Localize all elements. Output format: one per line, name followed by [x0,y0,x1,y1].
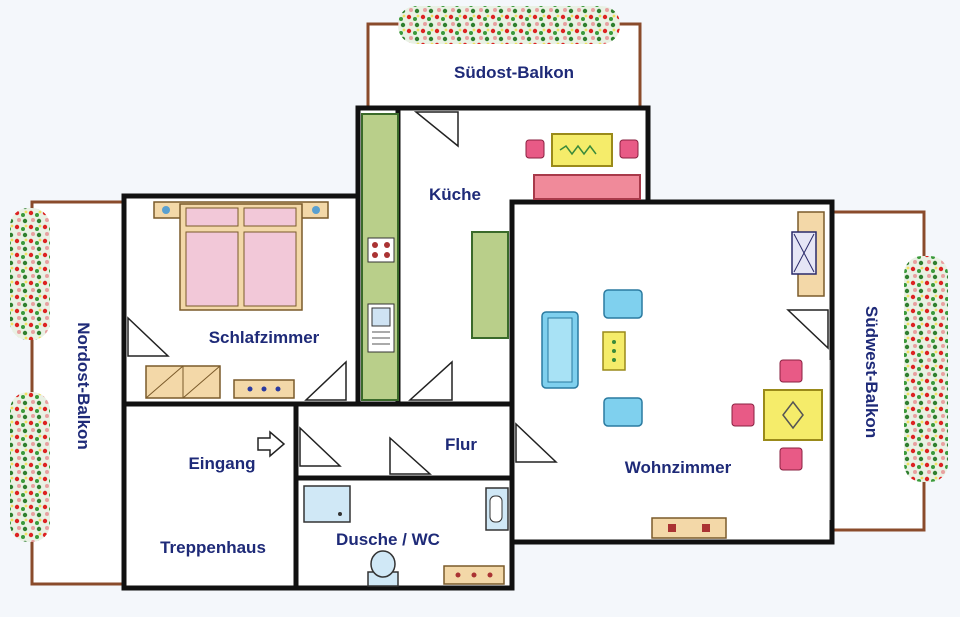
kitchen-island [471,231,509,339]
bench-icon [533,174,641,200]
kitchen-furniture [361,113,641,401]
chair-icon [779,447,803,471]
armchair-icon [603,397,643,427]
chair-icon [619,139,639,159]
armchair-icon [603,289,643,319]
room-label-kueche: Küche [429,185,481,204]
walls [121,105,835,591]
sideboard-icon [651,517,727,539]
room-label-flur: Flur [445,435,477,454]
suedost-balkon [366,6,642,108]
flower-box-icon [904,256,948,482]
door-icon [413,111,459,148]
shower-icon [303,485,351,523]
living-furniture [541,211,831,539]
washbasin-icon [485,487,509,531]
room-label-treppenhaus: Treppenhaus [160,538,266,557]
room-label-schlafzimmer: Schlafzimmer [209,328,320,347]
flower-box-icon [398,6,620,44]
chair-icon [779,359,803,383]
door-icon [127,316,170,357]
flower-box-icon [10,208,50,340]
door-icon [408,360,453,401]
door-icon [786,309,829,350]
nordost-balkon [10,200,124,586]
door-icon [515,422,558,463]
toilet-icon [367,550,399,587]
chair-icon [731,403,755,427]
door-icon [304,360,347,401]
chair-icon [525,139,545,159]
bedroom-furniture [145,201,329,399]
sink-icon [367,303,395,353]
flower-box-icon [10,392,50,542]
dining-table [763,389,823,441]
room-label-suedwest-balkon: Südwest-Balkon [862,306,881,438]
door-icon [389,436,432,475]
room-label-dusche-wc: Dusche / WC [336,530,440,549]
dining-table [551,133,613,167]
doors [127,111,829,475]
bathroom-furniture [303,485,509,587]
room-label-suedost-balkon: Südost-Balkon [454,63,574,82]
door-icon [299,426,342,467]
room-label-eingang: Eingang [188,454,255,473]
room-label-wohnzimmer: Wohnzimmer [625,458,732,477]
stove-icon [367,237,395,263]
suedwest-balkon [832,210,948,532]
entry-arrow-icon [257,430,286,458]
room-label-nordost-balkon: Nordost-Balkon [74,322,93,450]
